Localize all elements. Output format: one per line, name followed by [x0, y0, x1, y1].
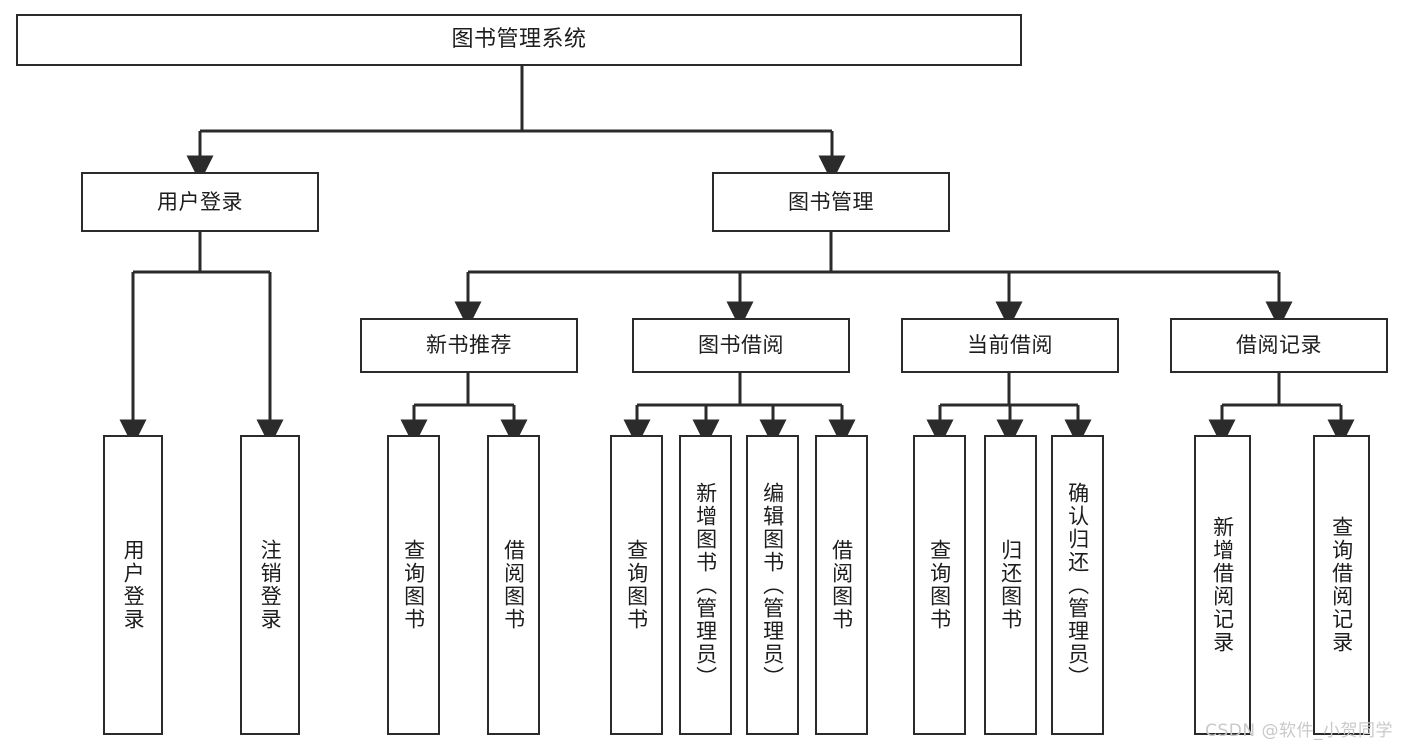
leaf-user-login-label: 用户登录 [121, 539, 146, 631]
leaf-edit-book-admin-label: 编辑图书（管理员） [760, 481, 785, 689]
leaf-borrow-book-label: 借阅图书 [829, 539, 854, 631]
leaf-query-book-current-label: 查询图书 [927, 539, 952, 631]
node-book-management-label: 图书管理 [788, 189, 874, 214]
node-current-borrow-label: 当前借阅 [967, 333, 1053, 358]
leaf-add-book-admin-label: 新增图书（管理员） [693, 481, 718, 689]
leaf-user-login[interactable]: 用户登录 [103, 435, 163, 735]
leaf-logout-login[interactable]: 注销登录 [240, 435, 300, 735]
leaf-query-book-borrow-label: 查询图书 [624, 539, 649, 631]
leaf-query-book-recommend-label: 查询图书 [401, 539, 426, 631]
node-book-borrow[interactable]: 图书借阅 [632, 318, 850, 373]
leaf-confirm-return-admin-label: 确认归还（管理员） [1065, 481, 1090, 689]
node-book-management[interactable]: 图书管理 [712, 172, 950, 232]
node-user-login[interactable]: 用户登录 [81, 172, 319, 232]
leaf-borrow-book-recommend[interactable]: 借阅图书 [487, 435, 540, 735]
watermark-text: CSDN @软件_小贺同学 [1205, 721, 1393, 741]
node-book-borrow-label: 图书借阅 [698, 333, 784, 358]
leaf-logout-login-label: 注销登录 [258, 539, 283, 631]
leaf-query-borrow-record-label: 查询借阅记录 [1329, 516, 1354, 654]
leaf-add-book-admin[interactable]: 新增图书（管理员） [679, 435, 732, 735]
node-root[interactable]: 图书管理系统 [16, 14, 1022, 66]
node-new-book-recommend-label: 新书推荐 [426, 333, 512, 358]
node-borrow-record-label: 借阅记录 [1236, 333, 1322, 358]
leaf-query-book-borrow[interactable]: 查询图书 [610, 435, 663, 735]
leaf-add-borrow-record-label: 新增借阅记录 [1210, 516, 1235, 654]
leaf-borrow-book-recommend-label: 借阅图书 [501, 539, 526, 631]
leaf-query-borrow-record[interactable]: 查询借阅记录 [1313, 435, 1370, 735]
node-new-book-recommend[interactable]: 新书推荐 [360, 318, 578, 373]
leaf-confirm-return-admin[interactable]: 确认归还（管理员） [1051, 435, 1104, 735]
leaf-query-book-current[interactable]: 查询图书 [913, 435, 966, 735]
leaf-edit-book-admin[interactable]: 编辑图书（管理员） [746, 435, 799, 735]
leaf-add-borrow-record[interactable]: 新增借阅记录 [1194, 435, 1251, 735]
leaf-return-book[interactable]: 归还图书 [984, 435, 1037, 735]
leaf-return-book-label: 归还图书 [998, 539, 1023, 631]
node-root-label: 图书管理系统 [451, 27, 587, 53]
leaf-query-book-recommend[interactable]: 查询图书 [387, 435, 440, 735]
leaf-borrow-book[interactable]: 借阅图书 [815, 435, 868, 735]
node-user-login-label: 用户登录 [157, 189, 243, 214]
node-borrow-record[interactable]: 借阅记录 [1170, 318, 1388, 373]
node-current-borrow[interactable]: 当前借阅 [901, 318, 1119, 373]
